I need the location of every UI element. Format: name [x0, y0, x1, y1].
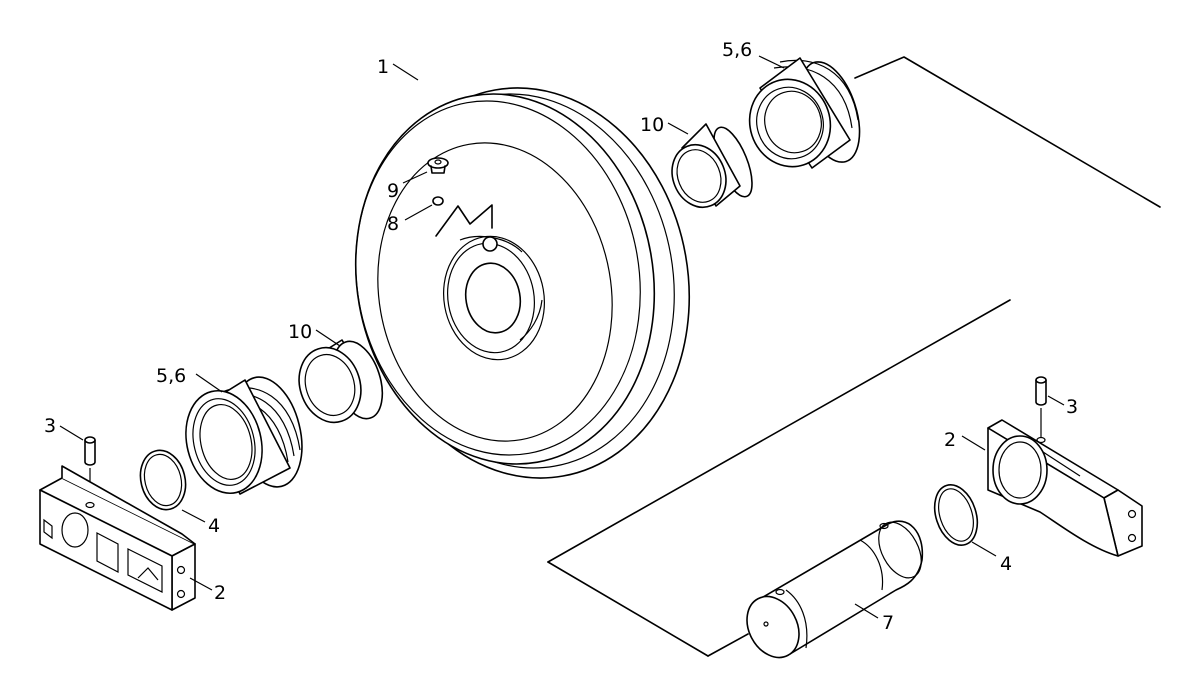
- label-seal-left: 5,6: [156, 365, 186, 387]
- oring-right-part: [933, 484, 979, 546]
- label-shaft: 7: [882, 612, 894, 634]
- label-bushing-left: 10: [288, 321, 312, 343]
- shaft-part: [746, 520, 924, 659]
- label-bushing-right: 10: [640, 114, 664, 136]
- label-oring-left: 4: [208, 515, 220, 537]
- label-bracket-left: 2: [214, 582, 226, 604]
- seal-left-part: [185, 376, 303, 495]
- leader-lines: [59, 55, 1065, 619]
- label-seal-right: 5,6: [722, 39, 752, 61]
- pin-right-part: [1035, 376, 1047, 438]
- part-labels: 1 9 8 10 5,6 10 5,6 3 4 2 3 2 4 7: [44, 39, 1078, 634]
- reference-plane: [547, 56, 1161, 657]
- plug-screw-part: [427, 157, 449, 174]
- bracket-left-part: [39, 465, 196, 611]
- label-pin-left: 3: [44, 415, 56, 437]
- label-pin-right: 3: [1066, 396, 1078, 418]
- label-oring-right: 4: [1000, 553, 1012, 575]
- bushing-left-part: [298, 339, 384, 424]
- bushing-right-part: [671, 123, 753, 209]
- idler-wheel-part: [354, 87, 691, 479]
- bracket-right-part: [987, 419, 1143, 557]
- label-wheel: 1: [377, 56, 389, 78]
- label-bracket-right: 2: [944, 429, 956, 451]
- plug-hole-part: [432, 196, 444, 206]
- oring-left-part: [139, 449, 187, 511]
- seal-right-part: [748, 57, 861, 169]
- label-plug-hole: 8: [387, 213, 399, 235]
- label-plug: 9: [387, 180, 399, 202]
